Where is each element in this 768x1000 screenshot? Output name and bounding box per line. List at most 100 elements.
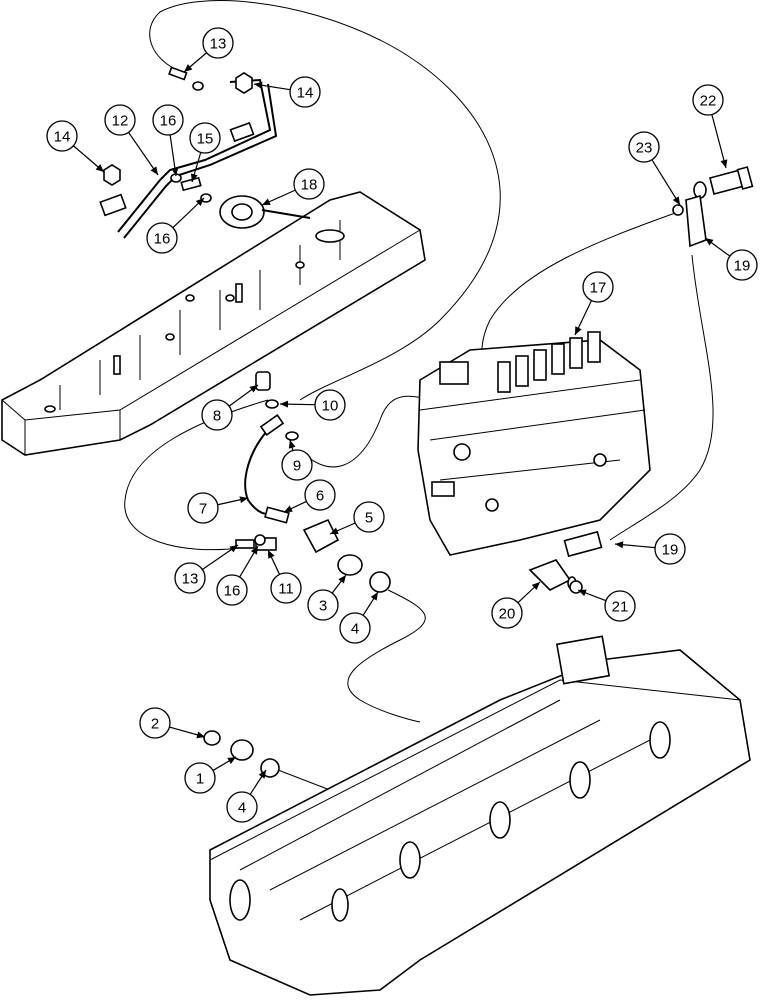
callout-13: 13 [174,544,239,594]
callout-arrowhead [196,731,205,739]
callout-arrowhead [280,400,289,408]
brace-assembly [99,66,311,239]
cylinder-head [203,635,751,996]
callout-16: 16 [152,104,184,177]
nut-14-left [103,164,121,186]
callout-number: 18 [301,177,318,194]
callout-number: 23 [636,140,653,157]
callout-number: 17 [590,280,607,297]
callout-circle [692,84,724,116]
callout-number: 4 [351,621,359,638]
callout-circle [146,222,178,254]
callout-number: 11 [278,581,294,598]
callout-5: 5 [329,501,385,535]
callout-arrowhead [338,575,346,584]
callout-circle [582,271,614,303]
callout-12: 12 [104,104,159,176]
nut-14-right [235,72,253,94]
callout-23: 23 [628,131,681,206]
callout-15: 15 [189,122,221,183]
callout-circle [152,104,184,136]
callout-arrowhead [284,505,293,512]
callout-1: 1 [184,756,237,794]
callout-number: 4 [238,800,246,817]
callout-arrowhead [268,550,275,559]
callout-circle [353,501,385,533]
callout-14: 14 [253,76,321,108]
callout-circle [104,104,136,136]
callout-14: 14 [46,120,105,173]
callout-arrowhead [249,385,258,393]
callout-circle [189,122,221,154]
callout-circle [139,707,171,739]
callout-circle [281,449,313,481]
callout-number: 16 [224,583,241,600]
injection-pump [417,331,651,556]
callout-17: 17 [574,271,614,336]
callout-arrowhead [575,326,582,335]
callout-arrowhead [171,167,179,176]
callout-leader [711,114,727,169]
callout-circle [46,120,78,152]
callout-circle [726,249,758,281]
callout-circle [289,76,321,108]
callout-arrowhead [195,198,204,207]
callout-arrowhead [720,159,728,168]
callout-arrowhead [330,527,339,535]
callout-2: 2 [139,707,206,739]
callout-arrowhead [184,64,193,72]
callout-4: 4 [339,591,379,644]
callout-circle [226,791,258,823]
callout-11: 11 [267,549,302,604]
callout-number: 21 [612,599,629,616]
callout-circle [304,479,336,511]
callout-arrowhead [578,589,587,597]
callout-leader [128,131,159,176]
callout-number: 5 [365,510,373,527]
callout-number: 10 [322,398,339,415]
callout-arrowhead [250,546,258,555]
callout-arrowhead [190,173,198,182]
callout-number: 15 [197,131,214,148]
callout-arrowhead [615,541,624,549]
callout-circle [314,389,346,421]
callout-19: 19 [704,237,758,281]
callout-number: 2 [151,716,159,733]
callout-10: 10 [279,389,346,421]
callout-circle [307,589,339,621]
callout-number: 12 [112,113,129,130]
callout-22: 22 [692,84,728,169]
banjo-bolt-assembly [528,166,754,591]
callout-circle [604,590,636,622]
callout-number: 1 [196,771,204,788]
callout-8: 8 [201,384,259,431]
callout-arrowhead [254,81,263,89]
callout-number: 13 [182,571,199,588]
callout-arrowhead [672,196,680,205]
callout-arrowhead [288,440,296,449]
callout-arrowhead [229,545,238,553]
callout-number: 14 [54,129,71,146]
callout-arrowhead [150,166,158,175]
callout-number: 13 [210,36,227,53]
callout-16: 16 [216,545,259,606]
callout-circle [491,597,523,629]
callout-circle [184,762,216,794]
callout-number: 9 [293,458,301,475]
callout-number: 16 [160,113,177,130]
callout-number: 22 [700,93,717,110]
callout-circle [216,574,248,606]
callout-number: 19 [734,258,751,275]
callout-arrowhead [705,238,714,246]
callout-circle [174,562,206,594]
callout-18: 18 [261,168,325,206]
callout-6: 6 [283,479,336,513]
callout-9: 9 [281,439,313,481]
callout-3: 3 [307,574,347,621]
callout-circle [202,27,234,59]
callout-16: 16 [146,197,205,254]
callout-number: 20 [499,606,516,623]
callout-arrowhead [95,164,104,172]
callout-4: 4 [226,769,267,823]
